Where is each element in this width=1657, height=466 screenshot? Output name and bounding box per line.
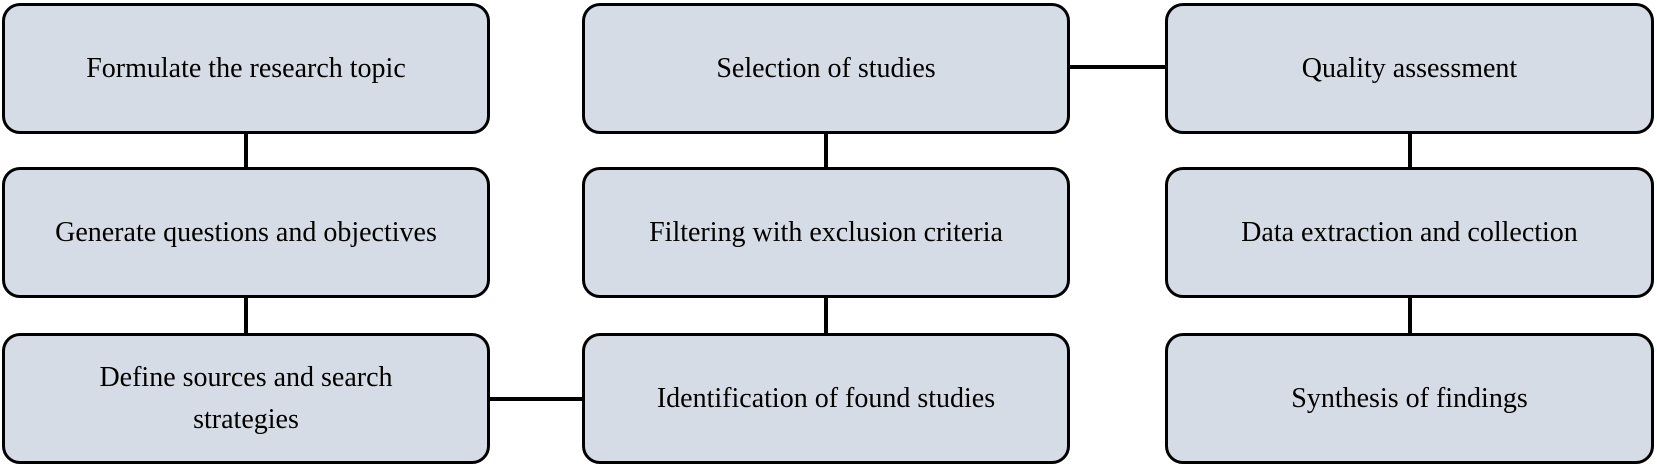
step-label: Define sources and search strategies <box>99 361 393 435</box>
step-define-sources-search-strategies: Define sources and search strategies <box>2 333 490 464</box>
connector-filtering-selection <box>824 131 828 169</box>
connector-sources-identification <box>490 397 583 401</box>
step-label: Synthesis of findings <box>1291 382 1528 414</box>
step-label: Selection of studies <box>716 52 936 84</box>
step-label: Generate questions and objectives <box>55 216 437 248</box>
connector-formulate-questions <box>244 131 248 169</box>
connector-identification-filtering <box>824 296 828 334</box>
connector-questions-sources <box>244 296 248 334</box>
connector-extraction-synthesis <box>1408 296 1412 334</box>
step-formulate-research-topic: Formulate the research topic <box>2 3 490 134</box>
step-label: Formulate the research topic <box>86 52 406 84</box>
step-label: Quality assessment <box>1301 52 1518 84</box>
connector-selection-quality <box>1069 65 1166 69</box>
step-generate-questions-objectives: Generate questions and objectives <box>2 167 490 298</box>
step-filtering-exclusion-criteria: Filtering with exclusion criteria <box>582 167 1070 298</box>
connector-quality-extraction <box>1408 131 1412 169</box>
step-identification-found-studies: Identification of found studies <box>582 333 1070 464</box>
step-synthesis-of-findings: Synthesis of findings <box>1165 333 1654 464</box>
step-data-extraction-collection: Data extraction and collection <box>1165 167 1654 298</box>
step-label: Filtering with exclusion criteria <box>649 216 1003 248</box>
step-label: Data extraction and collection <box>1241 216 1578 248</box>
step-quality-assessment: Quality assessment <box>1165 3 1654 134</box>
step-label: Identification of found studies <box>656 382 996 414</box>
step-selection-of-studies: Selection of studies <box>582 3 1070 134</box>
